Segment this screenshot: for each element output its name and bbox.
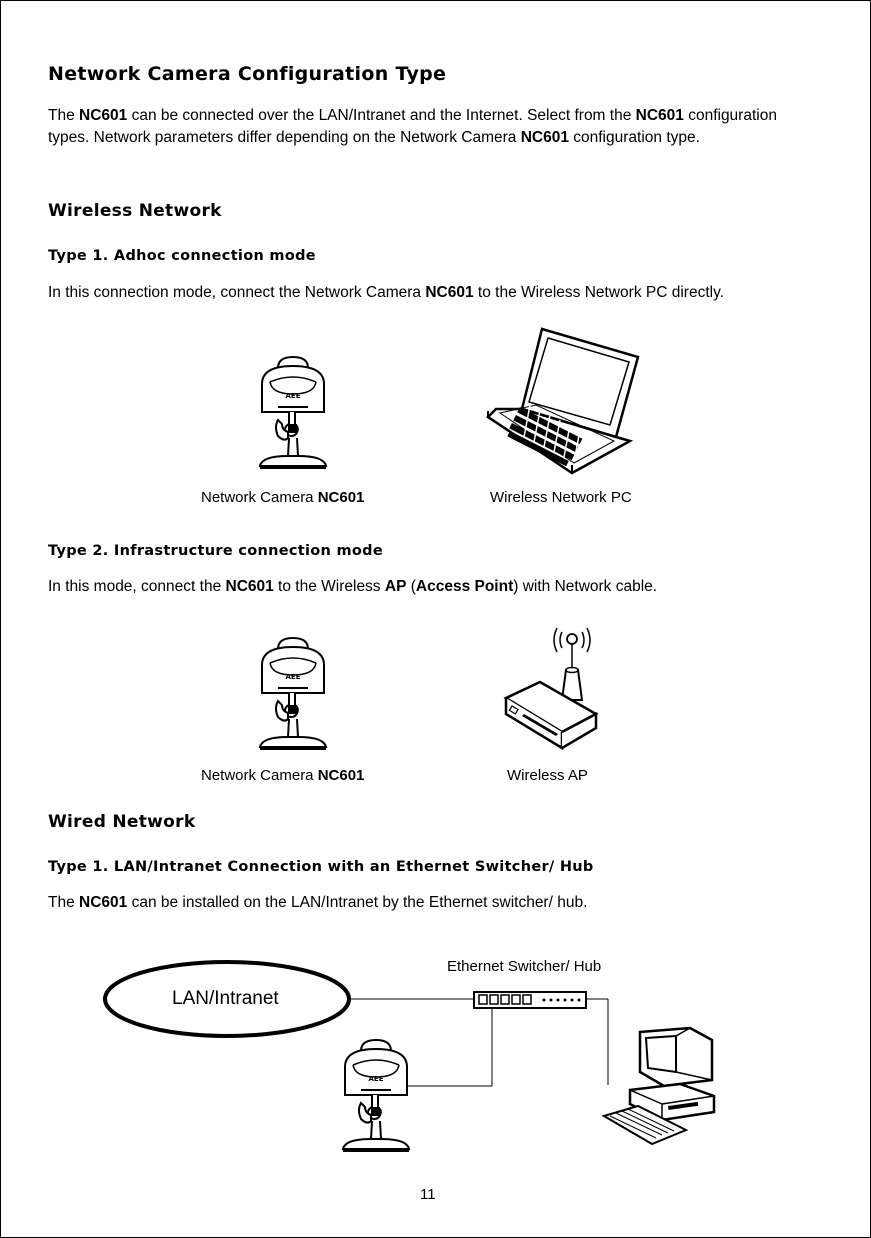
caption-camera-1: Network Camera NC601 [201, 489, 365, 506]
wireless-type2-heading: Type 2. Infrastructure connection mode [48, 543, 383, 559]
caption-wireless-pc: Wireless Network PC [490, 489, 632, 506]
page-number: 11 [420, 1186, 436, 1203]
lan-intranet-label: LAN/Intranet [172, 988, 279, 1009]
wireless-ap-illustration [503, 627, 599, 751]
page-title: Network Camera Configuration Type [48, 63, 447, 85]
wired-heading: Wired Network [48, 812, 196, 832]
wireless-type1-text: In this connection mode, connect the Net… [48, 284, 724, 301]
wired-type1-text: The NC601 can be installed on the LAN/In… [48, 894, 588, 911]
intro-line-2: types. Network parameters differ dependi… [48, 129, 700, 146]
camera-illustration: AEE [258, 636, 328, 750]
wired-type1-heading: Type 1. LAN/Intranet Connection with an … [48, 859, 594, 875]
caption-ethernet-switch: Ethernet Switcher/ Hub [447, 958, 602, 975]
wired-network-diagram: AEE [103, 960, 716, 1152]
laptop-illustration [486, 327, 640, 475]
wireless-heading: Wireless Network [48, 201, 222, 221]
camera-illustration: AEE [258, 355, 328, 469]
camera-logo: AEE [286, 392, 301, 400]
intro-line-1: The NC601 can be connected over the LAN/… [48, 107, 777, 124]
caption-wireless-ap: Wireless AP [507, 767, 588, 784]
caption-camera-2: Network Camera NC601 [201, 767, 365, 784]
wireless-type1-heading: Type 1. Adhoc connection mode [48, 248, 316, 264]
camera-logo: AEE [286, 673, 301, 681]
camera-logo: AEE [369, 1075, 384, 1083]
wireless-type2-text: In this mode, connect the NC601 to the W… [48, 578, 658, 595]
